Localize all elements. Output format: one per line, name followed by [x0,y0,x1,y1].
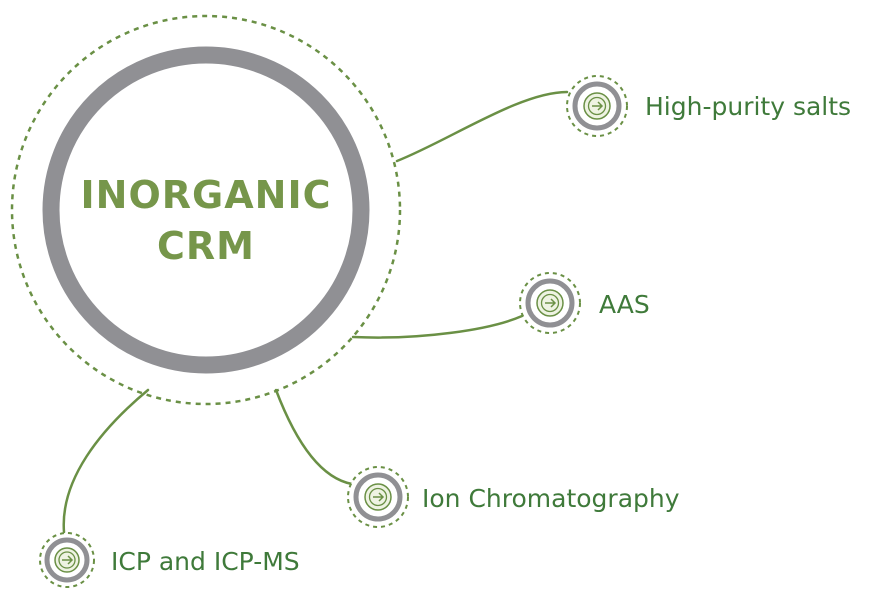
arrow-right-circle-icon[interactable] [39,532,95,588]
node-label-aas[interactable]: AAS [599,290,650,319]
connector-high-purity-salts [395,90,569,163]
outer-dashed-ring [10,14,402,406]
connector-aas [351,314,524,339]
node-label-ion-chromatography[interactable]: Ion Chromatography [422,484,680,513]
node-label-icp-and-icp-ms[interactable]: ICP and ICP-MS [111,547,300,576]
node-ion-chromatography[interactable]: Ion Chromatography [347,466,680,528]
connectors [62,90,569,534]
inner-gray-ring [42,46,370,374]
arrow-right-circle-icon[interactable] [566,75,628,137]
connector-icp-and-icp-ms [62,388,150,534]
central-hub: INORGANIC CRM [10,14,402,406]
connector-ion-chromatography [274,388,354,486]
node-aas[interactable]: AAS [519,272,650,334]
node-high-purity-salts[interactable]: High-purity salts [566,75,851,137]
arrow-right-circle-icon[interactable] [347,466,409,528]
arrow-right-circle-icon[interactable] [519,272,581,334]
hub-title-line2: CRM [157,224,255,268]
node-icp-and-icp-ms[interactable]: ICP and ICP-MS [39,532,300,588]
hub-title-line1: INORGANIC [81,173,332,217]
node-label-high-purity-salts[interactable]: High-purity salts [645,92,851,121]
